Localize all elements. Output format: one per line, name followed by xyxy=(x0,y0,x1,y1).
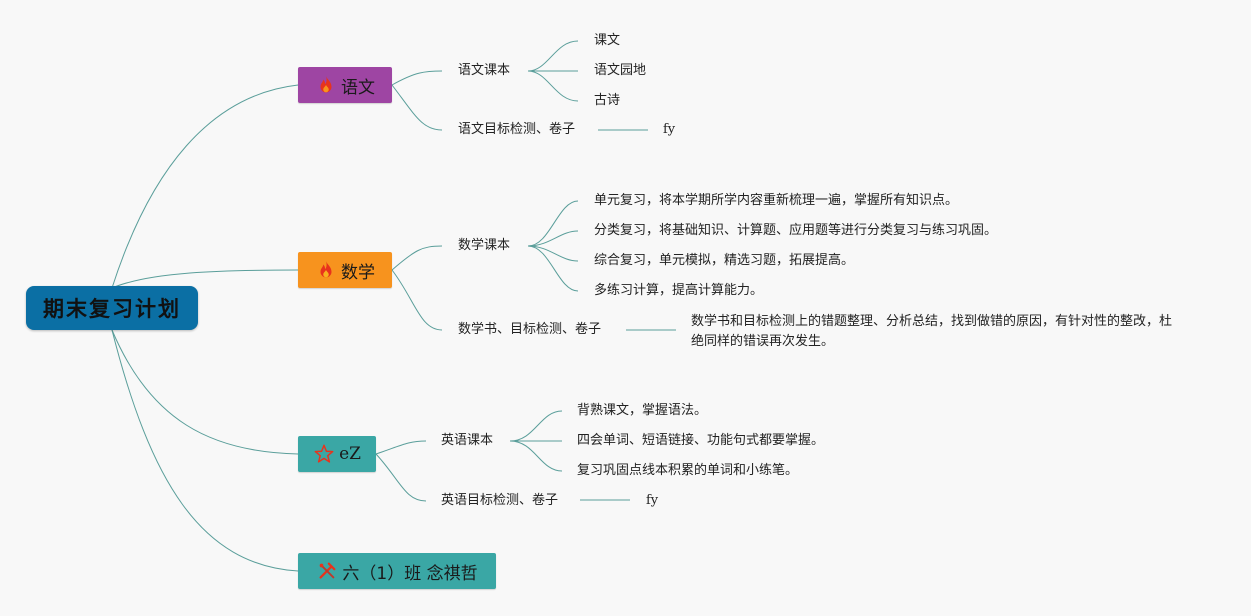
branch-topic-label: 语文 xyxy=(341,77,375,98)
fire-icon xyxy=(315,259,337,281)
leaf-note[interactable]: fy xyxy=(663,122,676,137)
leaf-topic[interactable]: 四会单词、短语链接、功能句式都要掌握。 xyxy=(577,433,825,448)
subtopic-chinese-textbook[interactable]: 语文课本 xyxy=(458,63,511,78)
root-topic[interactable]: 期末复习计划 xyxy=(26,286,198,330)
leaf-topic[interactable]: 复习巩固点线本积累的单词和小练笔。 xyxy=(577,463,799,478)
subtopic-english-textbook[interactable]: 英语课本 xyxy=(441,433,494,448)
leaf-topic[interactable]: 综合复习，单元模拟，精选习题，拓展提高。 xyxy=(594,253,855,268)
leaf-topic[interactable]: 多练习计算，提高计算能力。 xyxy=(594,283,764,298)
leaf-note[interactable]: 数学书和目标检测上的错题整理、分析总结，找到做错的原因，有针对性的整改，杜绝同样… xyxy=(691,314,1173,349)
branch-topic-english[interactable]: eZ xyxy=(298,436,376,472)
subtopic-math-textbook[interactable]: 数学课本 xyxy=(458,238,511,253)
branch-topic-label: 六（1）班 念祺哲 xyxy=(342,563,478,584)
branch-topic-math[interactable]: 数学 xyxy=(298,252,392,288)
branch-topic-chinese[interactable]: 语文 xyxy=(298,67,392,103)
fire-icon xyxy=(315,74,337,96)
subtopic-chinese-tests[interactable]: 语文目标检测、卷子 xyxy=(458,122,576,137)
leaf-topic[interactable]: 古诗 xyxy=(594,93,621,108)
star-outline-icon xyxy=(313,443,335,465)
subtopic-english-tests[interactable]: 英语目标检测、卷子 xyxy=(441,493,559,508)
branch-topic-class-info[interactable]: 六（1）班 念祺哲 xyxy=(298,553,496,589)
branch-topic-label: eZ xyxy=(339,444,361,464)
subtopic-math-tests[interactable]: 数学书、目标检测、卷子 xyxy=(458,322,602,337)
branch-topic-label: 数学 xyxy=(341,262,375,283)
leaf-topic[interactable]: 单元复习，将本学期所学内容重新梳理一遍，掌握所有知识点。 xyxy=(594,193,959,208)
leaf-topic[interactable]: 课文 xyxy=(594,33,621,48)
leaf-topic[interactable]: 分类复习，将基础知识、计算题、应用题等进行分类复习与练习巩固。 xyxy=(594,223,998,238)
crossed-tools-icon xyxy=(316,560,338,582)
leaf-topic[interactable]: 语文园地 xyxy=(594,63,647,78)
root-topic-label: 期末复习计划 xyxy=(43,297,181,321)
leaf-note[interactable]: fy xyxy=(646,493,659,508)
leaf-topic[interactable]: 背熟课文，掌握语法。 xyxy=(577,403,708,418)
